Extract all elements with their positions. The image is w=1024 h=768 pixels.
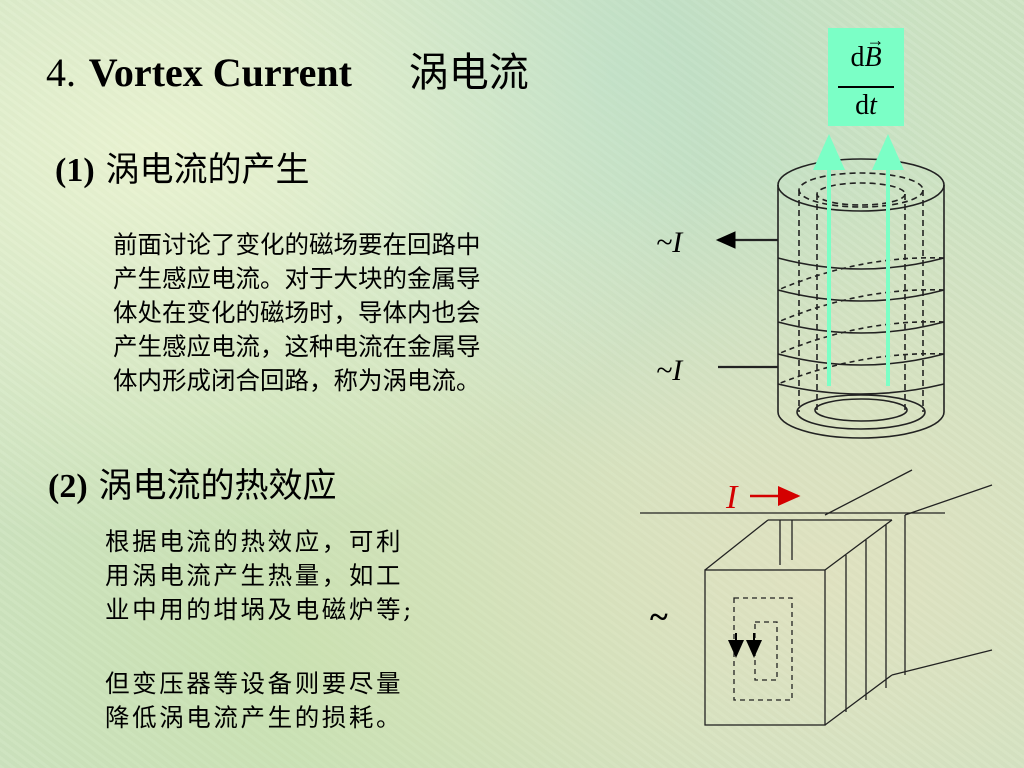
core-front-face (704, 569, 826, 726)
page-title: 4. Vortex Current 涡电流 (46, 40, 529, 98)
section2-line: 根据电流的热效应，可利 (105, 527, 404, 556)
section1-line: 体处在变化的磁场时，导体内也会 (113, 298, 481, 327)
section1-paragraph: 前面讨论了变化的磁场要在回路中 产生感应电流。对于大块的金属导 体处在变化的磁场… (113, 228, 643, 398)
core-diagonal (824, 469, 913, 516)
section1-line: 体内形成闭合回路，称为涡电流。 (113, 366, 481, 395)
formula-d2: d (855, 90, 870, 121)
ac-source-symbol: ~ (650, 599, 668, 636)
section2-heading: (2) 涡电流的热效应 (48, 458, 336, 507)
section2-line: 降低涡电流产生的损耗。 (105, 703, 404, 732)
section1-number: (1) (55, 152, 95, 189)
section2-number: (2) (48, 468, 88, 505)
section1-line: 产生感应电流，这种电流在金属导 (113, 332, 481, 361)
fraction-bar (838, 86, 894, 88)
cylinder-top-inner (798, 172, 924, 208)
cylinder-bottom-front (777, 411, 945, 439)
section2-line: 业中用的坩埚及电磁炉等; (105, 595, 414, 624)
coil-current-bottom-label: ~I (656, 354, 684, 387)
formula-b: B (864, 42, 882, 73)
formula-dbdt: d→B dt (828, 28, 904, 126)
formula-d: d (850, 42, 865, 73)
eddy-loop-inner (754, 621, 778, 681)
section1-title: 涡电流的产生 (105, 150, 310, 190)
core-bottom-right (891, 649, 993, 676)
field-arrows (813, 134, 904, 386)
cylinder-bottom-inner (796, 394, 926, 430)
eddy-loop-outer (733, 597, 793, 701)
cylinder-bottom-core (814, 398, 908, 422)
section1-line: 产生感应电流。对于大块的金属导 (113, 264, 481, 293)
formula-numerator: d→B (828, 30, 904, 74)
section2-title: 涡电流的热效应 (98, 466, 337, 506)
section2-line: 用涡电流产生热量，如工 (105, 561, 404, 590)
coil-windings (777, 256, 945, 395)
formula-vector-b: →B (864, 30, 884, 74)
formula-t: t (869, 90, 877, 121)
core-front-top-right (824, 519, 893, 571)
title-number: 4. (46, 50, 76, 95)
laminated-core-diagram (640, 469, 993, 726)
inner-dashed-walls (798, 190, 924, 412)
section1-line: 前面讨论了变化的磁场要在回路中 (113, 230, 481, 259)
formula-denominator: dt (828, 90, 904, 122)
section2-line: 但变压器等设备则要尽量 (105, 669, 404, 698)
section2-paragraph-b: 但变压器等设备则要尽量 降低涡电流产生的损耗。 (105, 667, 515, 735)
title-english: Vortex Current (88, 50, 352, 95)
core-diagonal (904, 484, 993, 516)
title-chinese: 涡电流 (408, 50, 529, 96)
coil-current-top-label: ~I (656, 226, 684, 259)
section2-paragraph-a: 根据电流的热效应，可利 用涡电流产生热量，如工 业中用的坩埚及电磁炉等; (105, 525, 515, 627)
core-front-top-left (704, 519, 769, 571)
section1-heading: (1) 涡电流的产生 (55, 142, 309, 191)
core-current-label: I (725, 479, 739, 516)
core-bottom-edge (824, 674, 893, 726)
vector-arrow-icon: → (866, 30, 885, 50)
eddy-cylinder-diagram (777, 158, 945, 439)
